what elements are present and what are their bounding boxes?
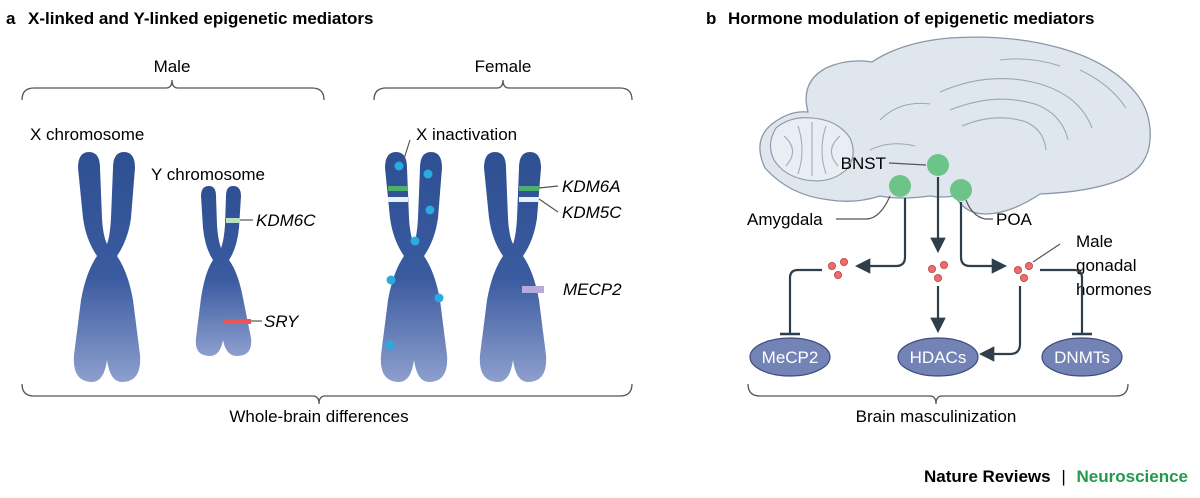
hormone-cluster-left (828, 257, 849, 279)
kdm6a-band-xi (388, 186, 408, 191)
journal-section: Neuroscience (1077, 467, 1189, 486)
hdacs-target (897, 337, 979, 377)
bnst-region (927, 154, 949, 176)
kdm5c-label: KDM5C (562, 203, 622, 222)
kdm5c-band (519, 197, 539, 202)
xi-dot (425, 205, 435, 215)
male-x-chromosome (73, 152, 141, 382)
female-bracket (373, 79, 633, 101)
masculinization-bracket (747, 383, 1129, 405)
panel-a: a X-linked and Y-linked epigenetic media… (6, 9, 633, 426)
activate-hdacs-right (978, 286, 1022, 362)
brain-illustration (759, 36, 1151, 215)
sry-band (223, 319, 251, 324)
footer-separator: | (1061, 467, 1065, 486)
kdm6c-band (226, 218, 240, 223)
y-chromosome (195, 186, 252, 356)
panel-b-letter: b (706, 9, 716, 28)
male-bracket (21, 79, 325, 101)
inhibit-dnmts (1040, 268, 1084, 333)
mecp2-label: MECP2 (563, 280, 622, 299)
hormone-leader (1032, 243, 1061, 263)
kdm5c-band-xi (388, 197, 408, 202)
footer: Nature Reviews | Neuroscience (924, 467, 1188, 486)
hormone-cluster-right (1014, 261, 1034, 282)
female-label: Female (475, 57, 532, 76)
kdm6c-label: KDM6C (256, 211, 316, 230)
whole-brain-label: Whole-brain differences (229, 407, 408, 426)
amygdala-arrow (854, 198, 907, 274)
hormone-cluster-middle (928, 260, 949, 282)
mecp2-band (522, 286, 544, 293)
x-inactivation-label: X inactivation (416, 125, 517, 144)
sry-label: SRY (264, 312, 300, 331)
hdacs-target-label: HDACs (910, 348, 967, 367)
dnmts-target (1041, 337, 1123, 377)
kdm6a-band (519, 186, 539, 191)
panel-a-title: X-linked and Y-linked epigenetic mediato… (28, 9, 373, 28)
journal-name: Nature Reviews (924, 467, 1051, 486)
female-x-chromosome-active (479, 152, 547, 382)
poa-region (950, 179, 972, 201)
poa-label: POA (996, 210, 1033, 229)
mecp2-target-label: MeCP2 (762, 348, 819, 367)
hormone-label-line-2: gonadal (1076, 256, 1137, 275)
amygdala-label: Amygdala (747, 210, 823, 229)
hormone-label-line-1: Male (1076, 232, 1113, 251)
xi-dot (394, 161, 404, 171)
xi-dot (385, 340, 395, 350)
kdm6a-leader (538, 185, 559, 189)
male-label: Male (154, 57, 191, 76)
bnst-leader (888, 162, 927, 166)
poa-leader (965, 199, 993, 220)
amygdala-leader (836, 195, 891, 220)
kdm6a-label: KDM6A (562, 177, 621, 196)
dnmts-target-label: DNMTs (1054, 348, 1110, 367)
female-x-chromosome-inactive (380, 152, 448, 382)
xi-dot (434, 293, 444, 303)
y-chromosome-label: Y chromosome (151, 165, 265, 184)
poa-arrow (959, 202, 1008, 274)
mecp2-target (749, 337, 831, 377)
xi-dot (423, 169, 433, 179)
masculinization-label: Brain masculinization (856, 407, 1017, 426)
xi-dot (386, 275, 396, 285)
x-inactivation-leader (402, 139, 411, 163)
panel-b-title: Hormone modulation of epigenetic mediato… (728, 9, 1094, 28)
hormone-label-line-3: hormones (1076, 280, 1152, 299)
xi-dot (410, 236, 420, 246)
panel-a-letter: a (6, 9, 16, 28)
whole-brain-bracket (21, 383, 633, 405)
kdm5c-leader (538, 198, 559, 213)
svg-text:Nature Reviews | N: Nature Reviews | Neuroscience (924, 467, 1188, 486)
bnst-label: BNST (841, 154, 886, 173)
panel-b: b Hormone modulation of epigenetic media… (706, 9, 1152, 426)
inhibit-mecp2 (788, 268, 822, 333)
x-chromosome-label: X chromosome (30, 125, 144, 144)
amygdala-region (889, 175, 911, 197)
